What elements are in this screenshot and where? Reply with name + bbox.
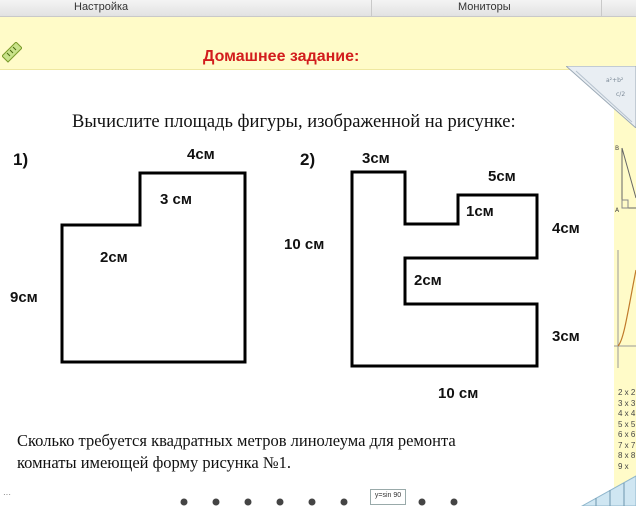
figure2-upper-arm-width: 5см (488, 168, 516, 185)
figure2-top-width: 3см (362, 150, 390, 167)
mult-row: 6 x 6 (618, 430, 636, 439)
mult-row: 4 x 4 (618, 409, 636, 418)
top-tab-bar: Настройка Мониторы (0, 0, 636, 17)
svg-text:A: A (615, 207, 620, 214)
figure2-lower-arm-height: 3см (552, 328, 580, 345)
graph-icon (614, 250, 636, 368)
ruler-icon (2, 42, 22, 63)
figure1-top-width: 4см (187, 146, 215, 163)
homework-title: Домашнее задание: (203, 48, 360, 65)
tab-settings[interactable]: Настройка (0, 0, 372, 16)
nav-dot[interactable] (418, 498, 426, 506)
question-line-1: Сколько требуется квадратных метров лино… (17, 431, 456, 450)
figure2-bottom-width: 10 см (438, 385, 479, 402)
left-ellipsis: ··· (3, 490, 11, 499)
figure2-upper-arm-height: 4см (552, 220, 580, 237)
protractor-icon: a²+b² c/2 (566, 66, 636, 128)
triangle-icon: B A (615, 145, 636, 214)
nav-dot[interactable] (212, 498, 220, 506)
figure2-upper-notch: 1см (466, 203, 494, 220)
svg-text:a²+b²: a²+b² (606, 77, 624, 84)
formula-chip: y=sin 90 (370, 489, 406, 505)
svg-text:c/2: c/2 (616, 91, 625, 98)
mult-row: 5 x 5 (618, 419, 636, 429)
nav-dot[interactable] (308, 498, 316, 506)
question-text: Сколько требуется квадратных метров лино… (17, 430, 557, 474)
figure1-step-height: 3 см (160, 191, 192, 208)
figure2-outline (350, 170, 539, 368)
nav-dot[interactable] (340, 498, 348, 506)
corner-ruler-icon (580, 475, 636, 506)
figure2-lower-notch: 2см (414, 272, 442, 289)
mult-row: 7 x 7 (618, 440, 636, 450)
figure1-height: 9см (10, 289, 38, 306)
mult-row: 3 x 3 (618, 398, 636, 408)
mult-row: 2 x 2 (618, 388, 636, 397)
svg-text:B: B (615, 145, 619, 152)
figure1-outline (60, 171, 247, 364)
figure1-step-width: 2см (100, 249, 128, 266)
nav-dot[interactable] (276, 498, 284, 506)
nav-dot[interactable] (450, 498, 458, 506)
multiplication-table: 2 x 2 3 x 3 4 x 4 5 x 5 6 x 6 7 x 7 8 x … (618, 388, 636, 472)
tab-monitors[interactable]: Мониторы (372, 0, 602, 16)
mult-row: 8 x 8 (618, 451, 636, 460)
slide-nav-dots (180, 498, 458, 506)
header-banner (0, 17, 636, 70)
nav-dot[interactable] (244, 498, 252, 506)
figure1-number: 1) (13, 150, 29, 169)
figure2-left-height: 10 см (284, 236, 325, 253)
nav-dot[interactable] (180, 498, 188, 506)
figure2-number: 2) (300, 150, 316, 169)
question-line-2: комнаты имеющей форму рисунка №1. (17, 453, 291, 472)
task-statement: Вычислите площадь фигуры, изображенной н… (72, 112, 516, 132)
mult-row: 9 x (618, 461, 629, 471)
